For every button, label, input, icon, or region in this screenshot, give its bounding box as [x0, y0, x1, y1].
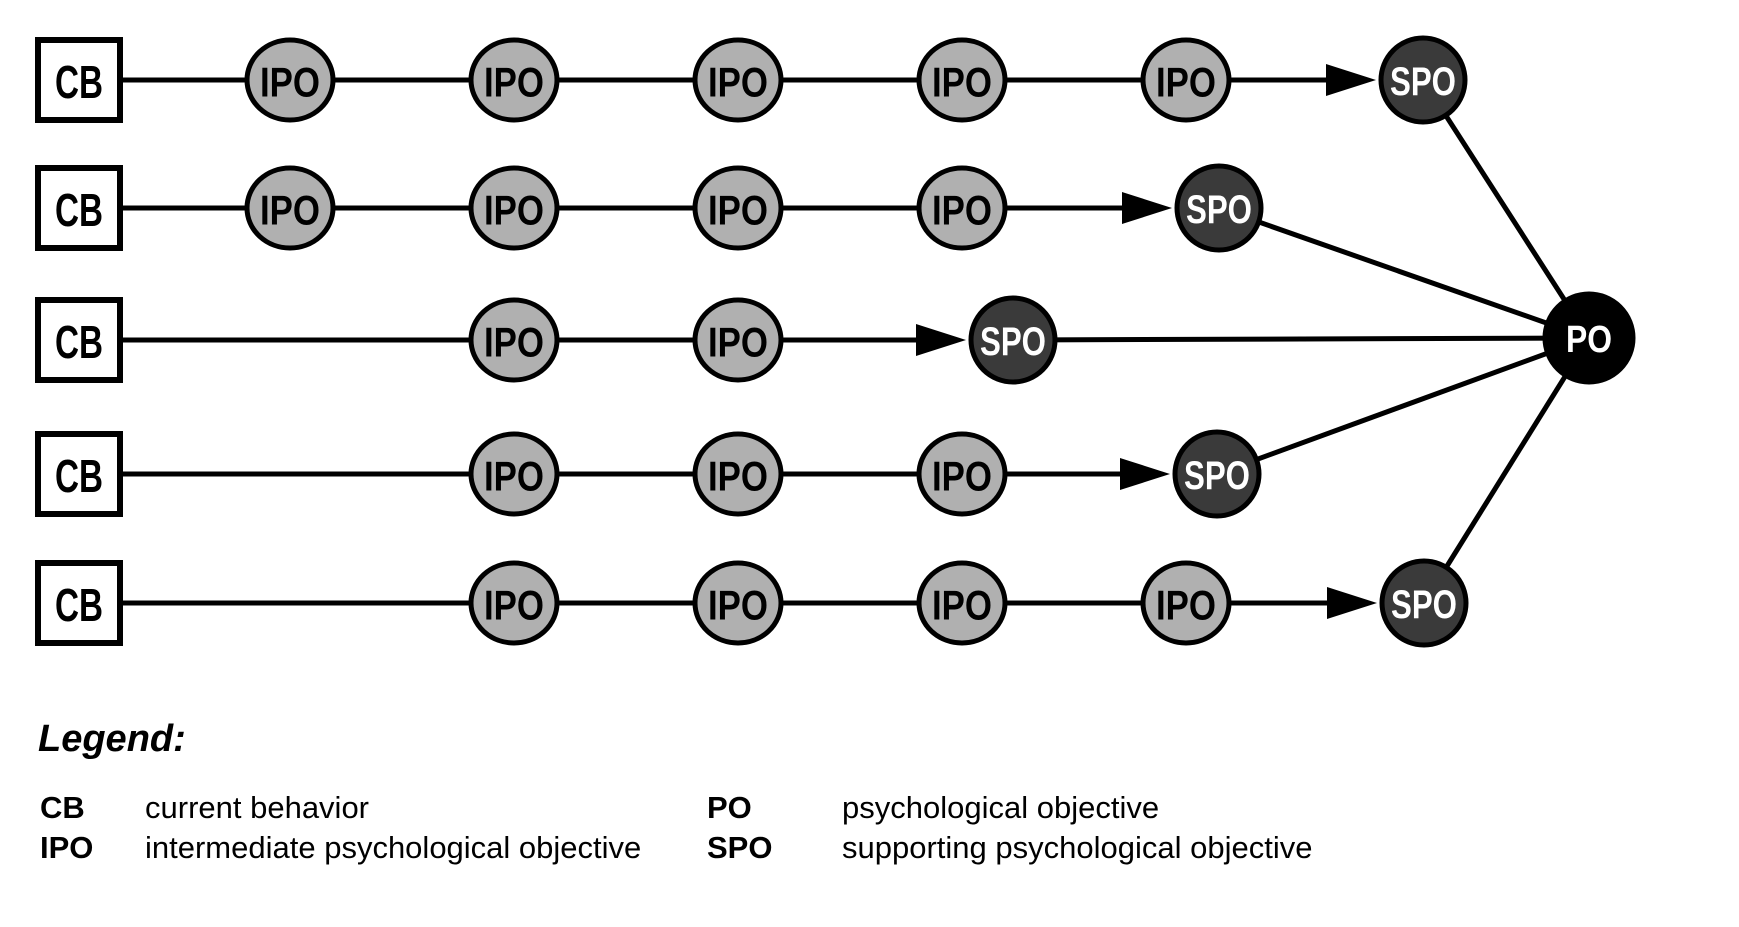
spo-po-connector-row-4	[1216, 335, 1590, 477]
ipo-node	[692, 560, 784, 646]
cb-node-label: CB	[55, 56, 103, 108]
ipo-node-label: IPO	[932, 59, 992, 106]
cb-node	[35, 431, 123, 517]
cb-node-label: CB	[55, 184, 103, 236]
spo-node	[1379, 558, 1469, 648]
legend-term-cb: CB	[40, 790, 85, 825]
ipo-node-label: IPO	[1156, 59, 1216, 106]
ipo-node	[468, 165, 560, 251]
arrowhead-row-1	[1326, 64, 1376, 96]
ipo-node	[468, 431, 560, 517]
ipo-node-label: IPO	[932, 453, 992, 500]
legend-desc-po: psychological objective	[842, 790, 1160, 825]
ipo-node	[468, 297, 560, 383]
ipo-node-label: IPO	[484, 319, 544, 366]
cb-node	[35, 560, 123, 646]
ipo-node	[692, 431, 784, 517]
spo-node	[1174, 163, 1264, 253]
ipo-node	[692, 165, 784, 251]
spo-node-label: SPO	[1186, 188, 1252, 232]
spo-node	[1378, 35, 1468, 125]
ipo-node-label: IPO	[932, 187, 992, 234]
ipo-node	[1140, 560, 1232, 646]
po-node-label: PO	[1566, 319, 1612, 361]
ipo-node-label: IPO	[1156, 582, 1216, 629]
ipo-node-label: IPO	[932, 582, 992, 629]
spo-node-label: SPO	[1391, 583, 1457, 627]
ipo-node	[692, 297, 784, 383]
ipo-node-label: IPO	[484, 582, 544, 629]
spo-node-label: SPO	[1390, 60, 1456, 104]
cb-node-label: CB	[55, 579, 103, 631]
ipo-node-label: IPO	[708, 59, 768, 106]
ipo-node-label: IPO	[708, 187, 768, 234]
spo-node	[968, 295, 1058, 385]
ipo-node	[916, 37, 1008, 123]
spo-node-label: SPO	[980, 320, 1046, 364]
arrowhead-row-5	[1327, 587, 1377, 619]
legend-term-po: PO	[707, 790, 752, 825]
spo-po-connector-row-3	[1012, 335, 1590, 343]
ipo-node-label: IPO	[708, 319, 768, 366]
ipo-node	[692, 37, 784, 123]
ipo-node	[1140, 37, 1232, 123]
po-node	[1542, 291, 1636, 385]
cb-node	[35, 297, 123, 383]
ipo-node-label: IPO	[484, 59, 544, 106]
arrowhead-row-3	[916, 324, 966, 356]
spo-po-connector-row-2	[1218, 205, 1590, 341]
spo-node	[1172, 429, 1262, 519]
ipo-node	[468, 560, 560, 646]
ipo-node	[916, 560, 1008, 646]
legend-term-ipo: IPO	[40, 829, 94, 865]
arrowhead-row-4	[1120, 458, 1170, 490]
arrowhead-row-2	[1122, 192, 1172, 224]
ipo-node-label: IPO	[484, 187, 544, 234]
ipo-node	[244, 165, 336, 251]
spo-po-connector-row-1	[1420, 78, 1592, 340]
spo-node-label: SPO	[1184, 454, 1250, 498]
ipo-node	[468, 37, 560, 123]
legend-term-spo: SPO	[707, 829, 773, 865]
ipo-node	[916, 431, 1008, 517]
cb-node-label: CB	[55, 316, 103, 368]
legend-desc-spo: supporting psychological objective	[842, 829, 1313, 865]
legend-title: Legend:	[38, 718, 186, 760]
ipo-node-label: IPO	[260, 187, 320, 234]
legend-column-left: CB current behavior IPO intermediate psy…	[40, 790, 642, 865]
ipo-node-label: IPO	[260, 59, 320, 106]
ipo-node-label: IPO	[708, 582, 768, 629]
cb-node-label: CB	[55, 450, 103, 502]
cb-node	[35, 165, 123, 251]
cb-node	[35, 37, 123, 123]
legend-desc-cb: current behavior	[145, 790, 370, 825]
ipo-node-label: IPO	[484, 453, 544, 500]
legend-desc-ipo: intermediate psychological objective	[145, 829, 642, 865]
spo-po-connector-row-5	[1421, 336, 1592, 605]
ipo-node-label: IPO	[708, 453, 768, 500]
ipo-node	[916, 165, 1008, 251]
legend-column-right: PO psychological objective SPO supportin…	[707, 790, 1313, 865]
ipo-node	[244, 37, 336, 123]
